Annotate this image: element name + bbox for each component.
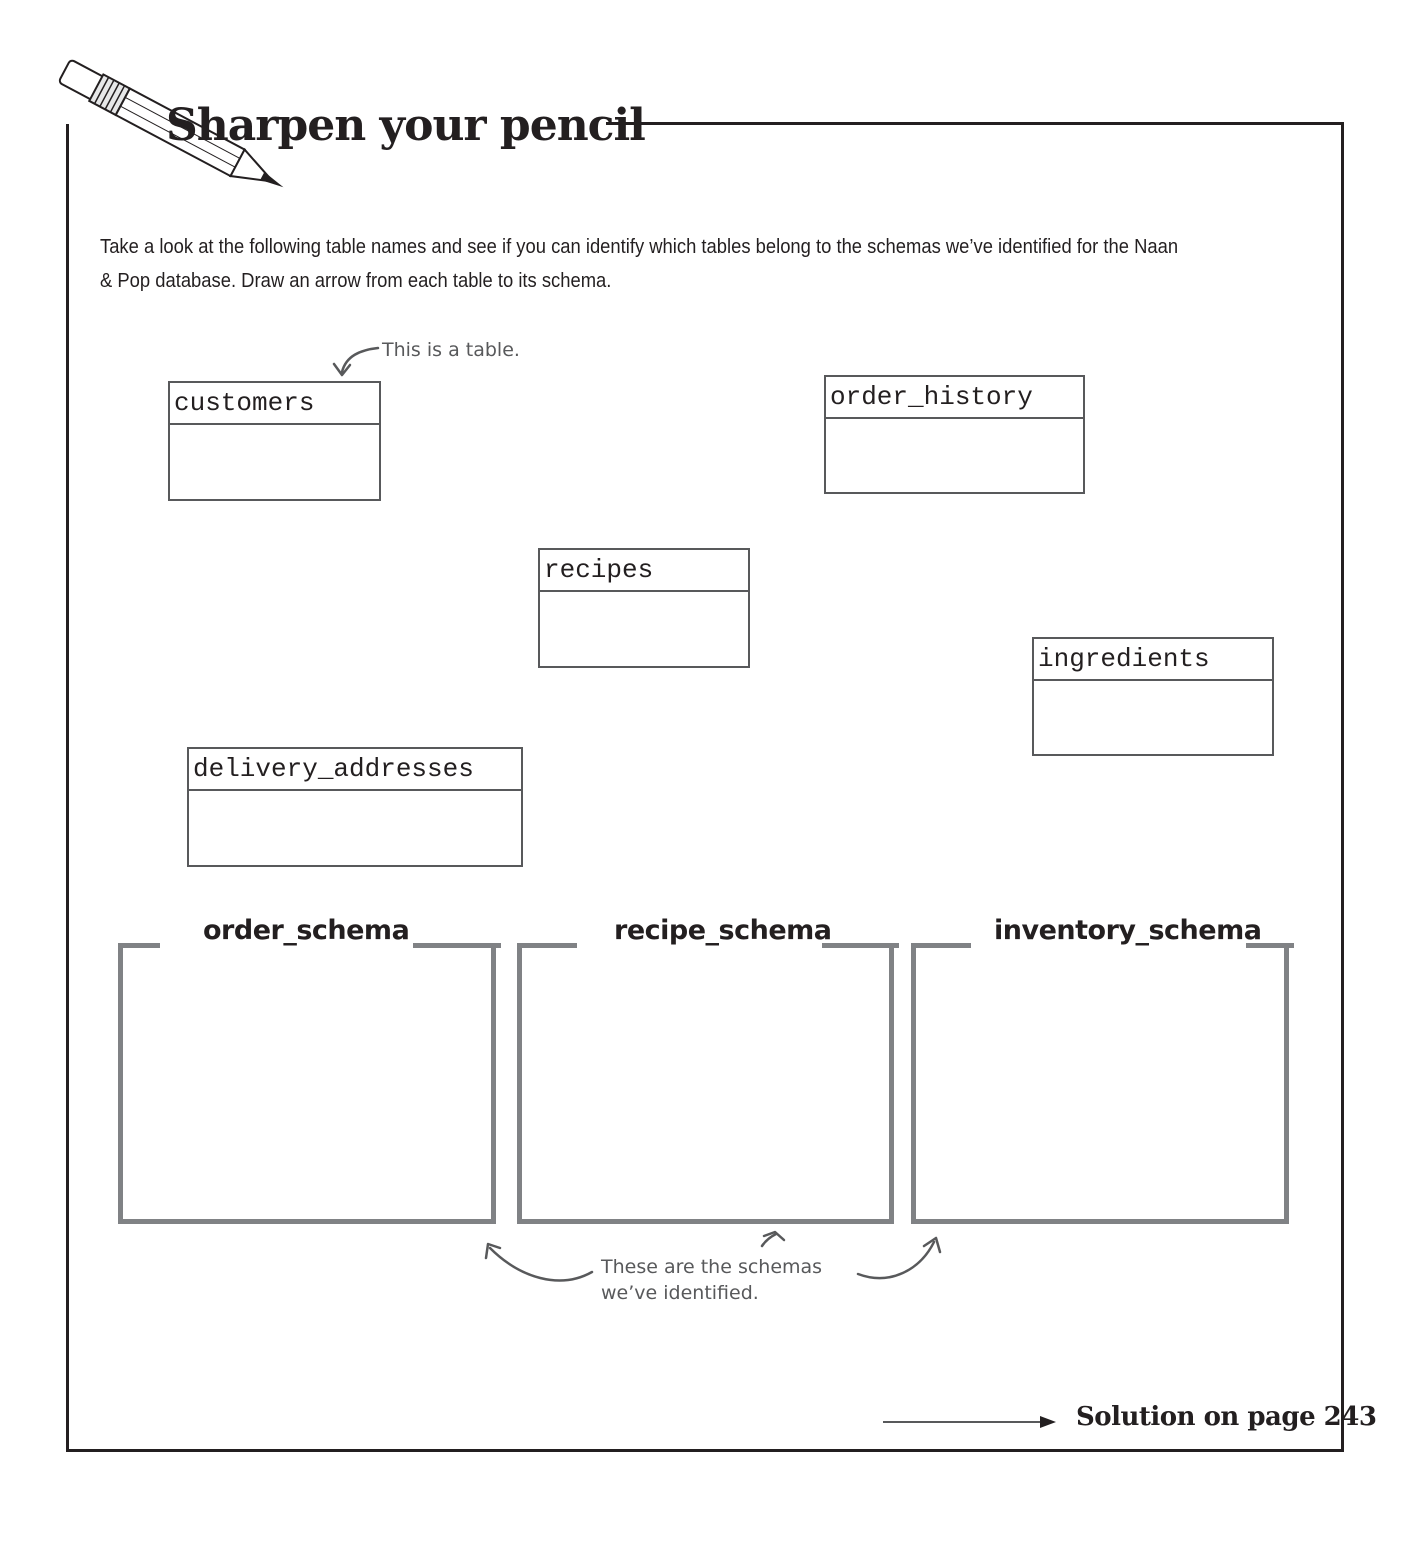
- table-delivery-addresses: delivery_addresses: [187, 747, 523, 867]
- table-ingredients: ingredients: [1032, 637, 1274, 756]
- instructions-text: Take a look at the following table names…: [100, 236, 1179, 292]
- exercise-frame: [66, 124, 1344, 1452]
- table-name: customers: [170, 383, 379, 425]
- schema-label: order_schema: [203, 915, 410, 946]
- schema-top-rule-left: [517, 943, 577, 948]
- schema-top-rule-right: [1246, 943, 1294, 948]
- schema-top-rule-left: [118, 943, 160, 948]
- table-name: order_history: [826, 377, 1083, 419]
- schema-annotation-line2: we’ve identified.: [601, 1282, 759, 1304]
- schema-box-order: order_schema: [118, 915, 501, 1224]
- schema-box-recipe: recipe_schema: [517, 915, 899, 1224]
- schema-box-inventory: inventory_schema: [911, 915, 1294, 1224]
- table-order-history: order_history: [824, 375, 1085, 494]
- schema-annotation-line1: These are the schemas: [601, 1256, 823, 1278]
- schema-top-rule-left: [911, 943, 971, 948]
- table-annotation: This is a table.: [382, 339, 520, 361]
- table-customers: customers: [168, 381, 381, 501]
- solution-reference: Solution on page 243: [1076, 1402, 1377, 1432]
- schema-label: recipe_schema: [614, 915, 832, 946]
- table-name: ingredients: [1034, 639, 1272, 681]
- schema-top-rule-right: [822, 943, 899, 948]
- table-name: delivery_addresses: [189, 749, 521, 791]
- table-recipes: recipes: [538, 548, 750, 668]
- schema-top-rule-right: [413, 943, 501, 948]
- pencil-icon: [58, 59, 284, 188]
- frame-top-rule: [606, 122, 1344, 125]
- page-title: Sharpen your pencil: [166, 100, 646, 151]
- table-name: recipes: [540, 550, 748, 592]
- schema-label: inventory_schema: [994, 915, 1262, 946]
